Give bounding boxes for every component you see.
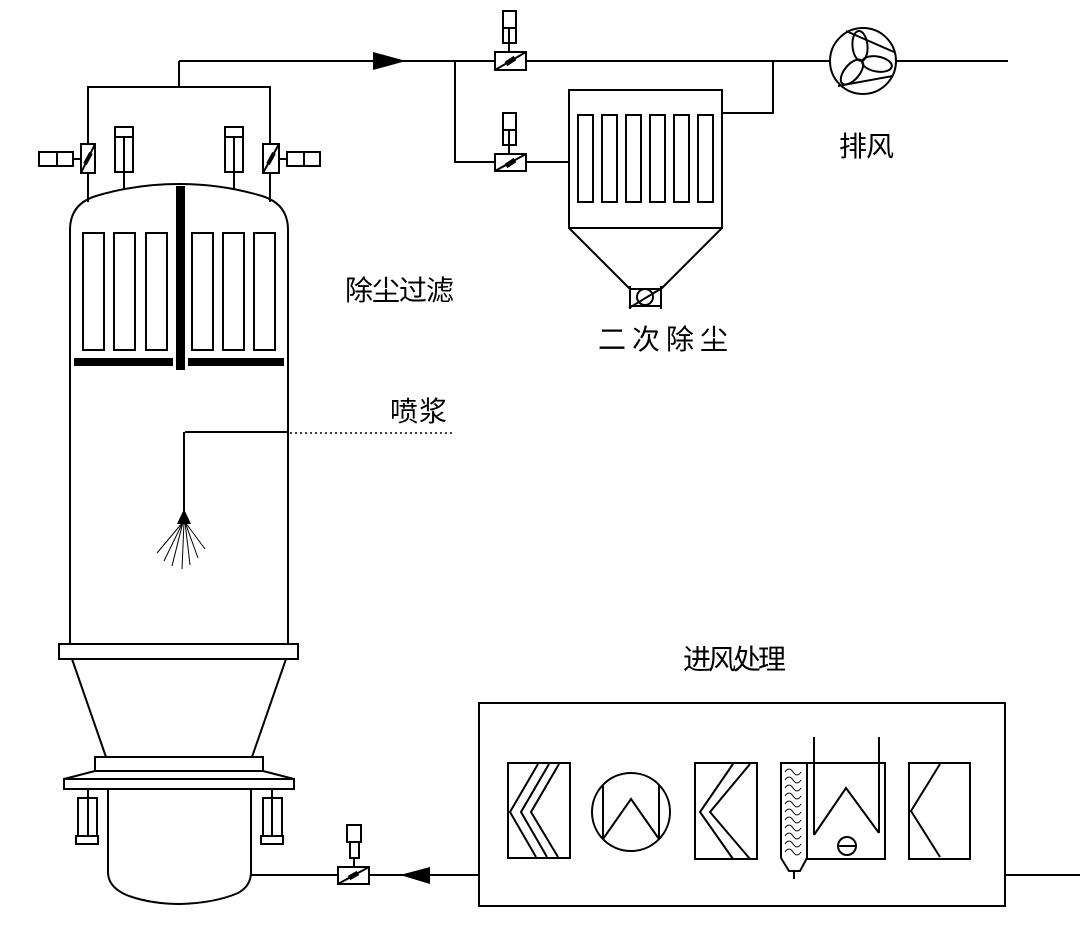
center-partition — [176, 186, 185, 370]
rotary-valve-icon — [628, 286, 663, 309]
inlet-line — [251, 824, 479, 885]
collector-filter-bags — [577, 114, 714, 203]
product-bowl — [107, 789, 252, 906]
flow-arrow-left-icon — [400, 867, 430, 884]
leg-right — [260, 789, 284, 845]
shaker-cylinder-right-icon — [224, 126, 244, 189]
collector-inlet-valve-icon — [494, 112, 527, 172]
exhaust-fan-icon — [829, 27, 897, 95]
louver-filter-icon — [507, 762, 571, 859]
tube-sheet-left — [74, 358, 173, 366]
label-secondary-dust: 二次除尘 — [598, 324, 734, 356]
vessel-bottom — [58, 643, 299, 906]
spray-nozzle-icon — [177, 509, 191, 524]
heater-coil-icon — [780, 762, 808, 879]
inlet-valve-icon — [337, 824, 370, 885]
secondary-dust-collector — [568, 89, 723, 309]
leg-left — [75, 789, 99, 845]
spray-system — [156, 431, 455, 570]
supply-fan-icon — [591, 772, 671, 852]
shoulder-valve-left-icon — [38, 143, 96, 174]
flange-lower — [94, 756, 264, 772]
air-washer-icon — [806, 737, 886, 860]
flow-arrow-right-icon — [373, 52, 406, 70]
label-spray: 喷浆 — [390, 396, 448, 428]
shoulder-valve-right-icon — [262, 143, 321, 174]
label-exhaust: 排风 — [839, 131, 894, 163]
tube-sheet-right — [188, 358, 284, 366]
flange-upper — [58, 643, 299, 660]
inlet-treatment-unit — [478, 702, 1080, 907]
vessel-shell — [69, 182, 289, 644]
outlet-louver-icon — [908, 762, 971, 860]
collector-outlet-line — [722, 61, 774, 114]
filter-bags — [82, 232, 276, 351]
damper-icon — [694, 762, 758, 860]
label-inlet-treatment: 进风处理 — [683, 644, 786, 676]
collector-branch-line — [454, 61, 495, 163]
label-dust-filter: 除尘过滤 — [345, 275, 454, 307]
shaker-cylinder-left-icon — [114, 126, 134, 189]
support-ring — [63, 778, 295, 790]
exhaust-valve-icon — [494, 10, 527, 71]
spray-fan-lines — [156, 521, 206, 570]
main-vessel — [69, 182, 289, 644]
exhaust-line — [179, 10, 1008, 172]
vessel-top-manifold — [38, 61, 321, 202]
